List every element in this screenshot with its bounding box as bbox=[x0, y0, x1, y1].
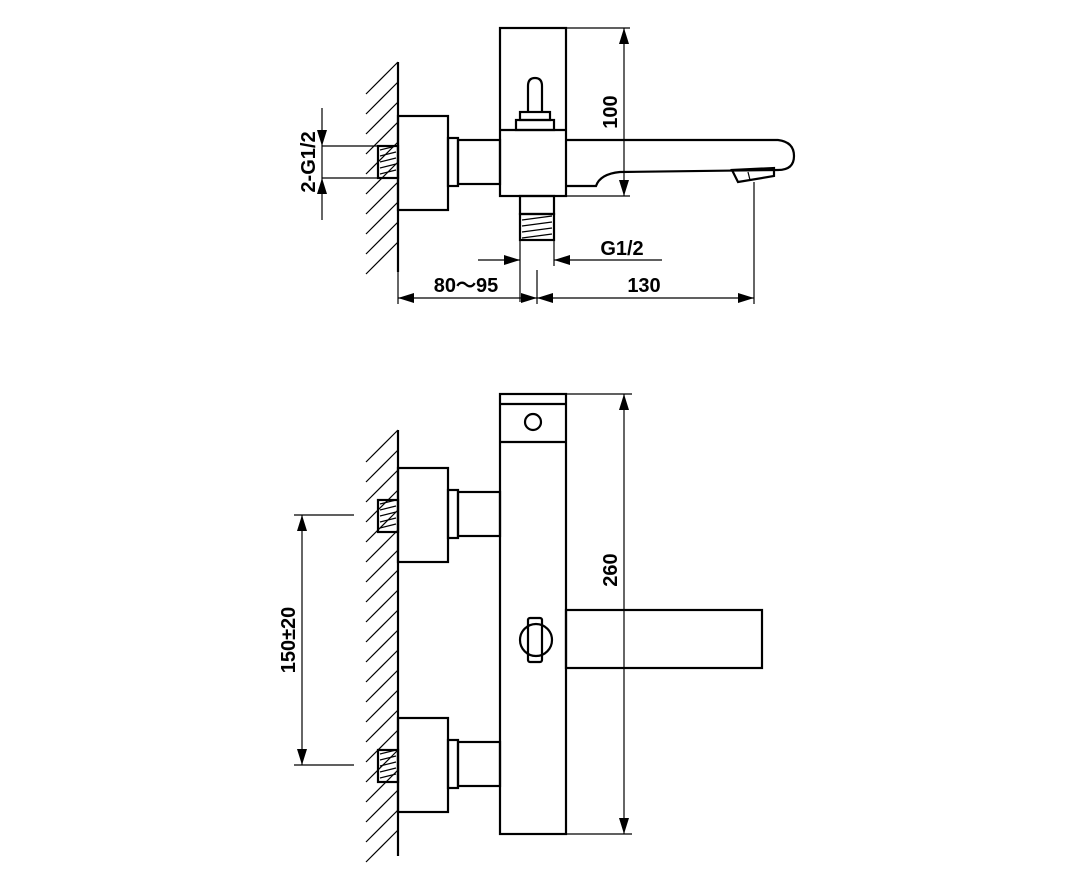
dim-spout-reach-label: 130 bbox=[627, 275, 660, 297]
dim-wall-projection-label: 80～95 bbox=[434, 275, 499, 297]
top-spout bbox=[566, 138, 796, 188]
dim-cartridge-height: 100 bbox=[566, 27, 630, 197]
dim-inlet-spacing: 150±20 bbox=[278, 514, 354, 766]
top-outlet-thread bbox=[518, 194, 556, 242]
dim-inlet-thread-label: 2-G1/2 bbox=[298, 131, 320, 192]
dim-body-height: 260 bbox=[566, 393, 632, 835]
dim-cartridge-height-label: 100 bbox=[600, 95, 622, 128]
front-lever-pivot-icon bbox=[523, 412, 543, 432]
front-view: 260 150±20 bbox=[278, 392, 764, 863]
top-connector-pipe bbox=[456, 138, 502, 186]
front-diverter-knob-icon bbox=[518, 616, 554, 664]
top-eccentric-connector bbox=[446, 136, 460, 188]
front-spout bbox=[564, 608, 764, 670]
top-inlet-thread bbox=[376, 144, 400, 180]
dim-outlet-thread: G1/2 bbox=[478, 238, 662, 302]
dim-body-height-label: 260 bbox=[600, 553, 622, 586]
front-upper-inlet bbox=[376, 466, 502, 564]
dim-inlet-thread: 2-G1/2 bbox=[298, 108, 378, 220]
top-aerator bbox=[730, 166, 776, 184]
front-mixer-body bbox=[498, 392, 568, 836]
dim-outlet-thread-label: G1/2 bbox=[600, 238, 643, 260]
top-lever-icon bbox=[514, 76, 556, 132]
top-wall-flange bbox=[396, 114, 450, 212]
top-view: 2-G1/2 100 G1/2 bbox=[298, 26, 796, 304]
dim-bottom-chain: 80～95 130 bbox=[397, 182, 755, 304]
front-wall-hatch bbox=[365, 429, 400, 863]
dim-inlet-spacing-label: 150±20 bbox=[278, 607, 300, 674]
